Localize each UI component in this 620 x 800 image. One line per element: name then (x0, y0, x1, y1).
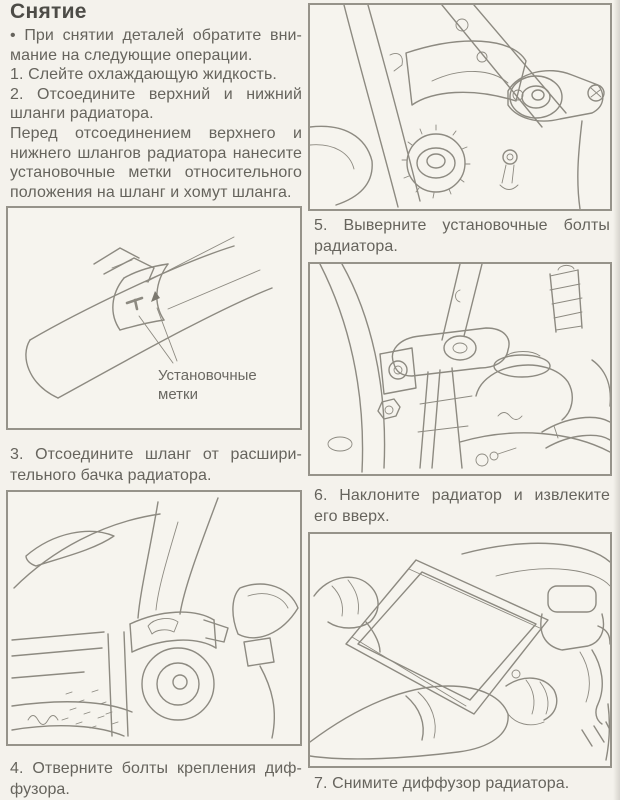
intro-note: • При снятии деталей обратите вни-мание … (10, 27, 302, 64)
step-1-text: 1. Слейте охлаждающую жидкость. (10, 66, 277, 84)
step-3-caption: 3. Отсоедините шланг от расшири-тельного… (10, 446, 302, 484)
figure-remove-diffuser-hands (308, 532, 612, 768)
radiator-bolts-drawing (310, 5, 605, 209)
step-7-caption: 7. Снимите диффузор радиатора. (314, 775, 570, 792)
remove-diffuser-drawing (310, 542, 610, 761)
figure-radiator-tilt-bracket (308, 262, 612, 476)
intro-text-block: • При снятии деталей обратите вни-мание … (10, 26, 302, 202)
figure-radiator-mounting-bolts (308, 3, 612, 211)
section-title: Снятие (10, 0, 87, 23)
step-4-caption: 4. Отверните болты крепления диф-фузора. (10, 760, 302, 798)
figure-diffuser-mounting-bolts (6, 490, 302, 746)
diffuser-bolts-drawing (11, 497, 299, 739)
hose-clamp-drawing (25, 236, 273, 399)
radiator-tilt-drawing (319, 264, 610, 473)
